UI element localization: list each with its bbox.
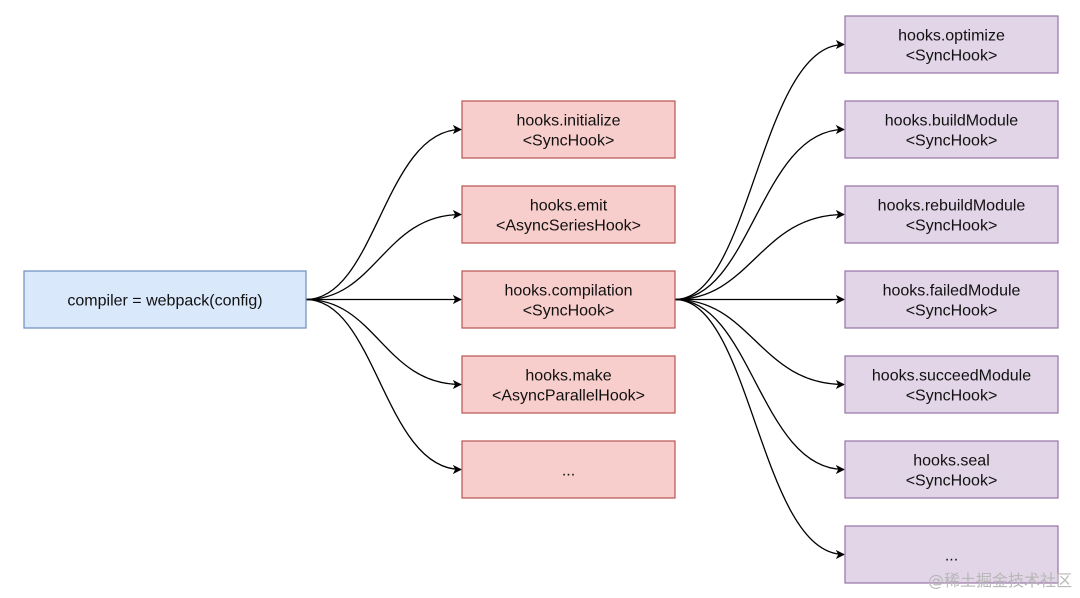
edge-root-to-compiler-hook-3: [305, 298, 462, 389]
compiler-hook-make: hooks.make <AsyncParallelHook>: [461, 355, 676, 414]
compiler-hook-emit: hooks.emit <AsyncSeriesHook>: [461, 185, 676, 244]
compiler-hook-initialize: hooks.initialize <SyncHook>: [461, 100, 676, 159]
edge-compilation-to-hook-6: [674, 298, 845, 559]
compilation-hook-optimize-type: <SyncHook>: [906, 48, 998, 65]
edge-root-to-compiler-hook-1: [305, 210, 462, 301]
compilation-hook-rebuildmodule-title: hooks.rebuildModule: [878, 198, 1026, 215]
compilation-hook-more: ...: [844, 525, 1059, 584]
edge-compilation-to-hook-5: [674, 298, 845, 474]
compilation-hook-seal-box: [844, 440, 1059, 499]
compilation-hook-succeedmodule-box: [844, 355, 1059, 414]
compilation-hook-seal-type: <SyncHook>: [906, 473, 998, 490]
compilation-hook-more-title: ...: [945, 548, 958, 565]
compiler-hook-emit-box: [461, 185, 676, 244]
compiler-hook-make-box: [461, 355, 676, 414]
compiler-hook-initialize-box: [461, 100, 676, 159]
compilation-hook-rebuildmodule-box: [844, 185, 1059, 244]
compiler-hook-initialize-title: hooks.initialize: [516, 113, 620, 130]
compiler-hook-make-title: hooks.make: [525, 368, 611, 385]
root-node: compiler = webpack(config): [23, 270, 307, 329]
compilation-hook-failedmodule-type: <SyncHook>: [906, 303, 998, 320]
edge-root-to-compiler-hook-0: [305, 125, 462, 301]
compilation-hook-buildmodule-box: [844, 100, 1059, 159]
edge-compilation-to-hook-1: [674, 125, 845, 301]
root-node-title: compiler = webpack(config): [67, 293, 262, 310]
compiler-hook-compilation-type: <SyncHook>: [523, 303, 615, 320]
compiler-hook-compilation-title: hooks.compilation: [504, 283, 632, 300]
watermark: @稀土掘金技术社区: [928, 571, 1072, 590]
compilation-hook-failedmodule-title: hooks.failedModule: [883, 283, 1021, 300]
compilation-hook-succeedmodule-type: <SyncHook>: [906, 388, 998, 405]
compiler-hook-make-type: <AsyncParallelHook>: [492, 388, 645, 405]
compiler-hook-more-title: ...: [562, 463, 575, 480]
compilation-hook-rebuildmodule-type: <SyncHook>: [906, 218, 998, 235]
compilation-hook-optimize: hooks.optimize <SyncHook>: [844, 15, 1059, 74]
edge-compilation-to-hook-0: [674, 40, 845, 301]
compiler-hook-emit-title: hooks.emit: [530, 198, 608, 215]
compiler-hook-emit-type: <AsyncSeriesHook>: [496, 218, 641, 235]
edge-compilation-to-hook-4: [674, 298, 845, 389]
compilation-hook-optimize-title: hooks.optimize: [898, 28, 1005, 45]
compilation-hook-succeedmodule-title: hooks.succeedModule: [872, 368, 1031, 385]
compilation-hook-rebuildmodule: hooks.rebuildModule <SyncHook>: [844, 185, 1059, 244]
compiler-hook-initialize-type: <SyncHook>: [523, 133, 615, 150]
nodes: compiler = webpack(config) hooks.initiali…: [23, 15, 1059, 584]
compilation-hook-buildmodule-type: <SyncHook>: [906, 133, 998, 150]
edges: [305, 40, 845, 559]
compiler-hook-compilation: hooks.compilation <SyncHook>: [461, 270, 676, 329]
compiler-hook-more-box: [461, 440, 676, 499]
compilation-hook-optimize-box: [844, 15, 1059, 74]
root-node-box: [23, 270, 307, 329]
edge-root-to-compiler-hook-4: [305, 298, 462, 474]
compiler-hook-more: ...: [461, 440, 676, 499]
edge-compilation-to-hook-2: [674, 210, 845, 301]
compiler-hook-compilation-box: [461, 270, 676, 329]
compilation-hook-failedmodule: hooks.failedModule <SyncHook>: [844, 270, 1059, 329]
compilation-hook-succeedmodule: hooks.succeedModule <SyncHook>: [844, 355, 1059, 414]
compilation-hook-more-box: [844, 525, 1059, 584]
compilation-hook-seal-title: hooks.seal: [913, 453, 990, 470]
compilation-hook-failedmodule-box: [844, 270, 1059, 329]
compilation-hook-buildmodule-title: hooks.buildModule: [885, 113, 1019, 130]
compilation-hook-seal: hooks.seal <SyncHook>: [844, 440, 1059, 499]
compilation-hook-buildmodule: hooks.buildModule <SyncHook>: [844, 100, 1059, 159]
